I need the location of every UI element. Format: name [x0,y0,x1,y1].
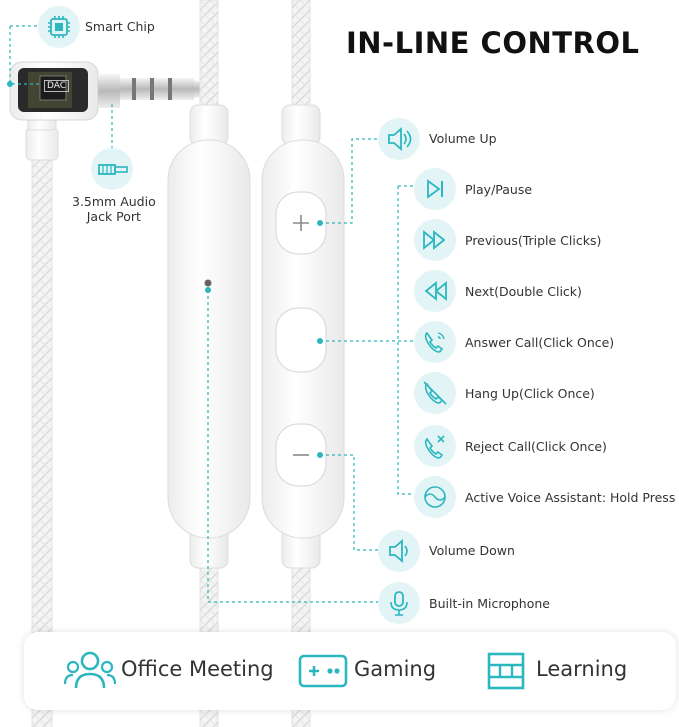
control-label-reject-call: Reject Call(Click Once) [465,439,607,454]
remote-front [261,139,345,539]
control-label-hang-up: Hang Up(Click Once) [465,386,595,401]
phone-hangup-icon [414,372,456,414]
use-office-meeting: Office Meeting [121,657,274,681]
fast-forward-icon [414,219,456,261]
control-label-answer-call: Answer Call(Click Once) [465,335,615,350]
control-label-play-pause: Play/Pause [465,182,533,197]
control-label-microphone: Built-in Microphone [429,596,550,611]
smart-chip-label: Smart Chip [85,19,155,34]
chip-icon [38,6,80,48]
usage-bar: Office Meeting Gaming Learning [24,632,676,710]
speaker-up-icon [378,118,420,160]
play-pause-icon [414,168,456,210]
phone-reject-icon [414,425,456,467]
jack-port-label: 3.5mm Audio Jack Port [72,194,156,224]
control-label-previous: Previous(Triple Clicks) [465,233,602,248]
gamepad-icon [298,654,348,688]
speaker-down-icon [378,530,420,572]
leader-lines [9,25,416,603]
use-learning: Learning [536,657,628,681]
voice-assistant-icon [414,476,456,518]
phone-answer-icon [414,321,456,363]
control-label-volume-up: Volume Up [429,131,497,146]
dac-chip-label: DAC [44,80,70,92]
microphone-icon [378,582,420,624]
page-title: IN-LINE CONTROL [346,26,640,60]
use-gaming: Gaming [354,657,437,681]
control-label-voice-assistant: Active Voice Assistant: Hold Press [465,490,676,505]
left-cable [25,117,59,727]
book-icon [487,652,525,690]
control-label-next: Next(Double Click) [465,284,582,299]
jack-plug [9,61,206,121]
control-label-volume-down: Volume Down [429,543,515,558]
people-icon [64,651,116,689]
rewind-icon [414,270,456,312]
remote-back [167,139,251,539]
audio-jack-icon [91,148,133,190]
